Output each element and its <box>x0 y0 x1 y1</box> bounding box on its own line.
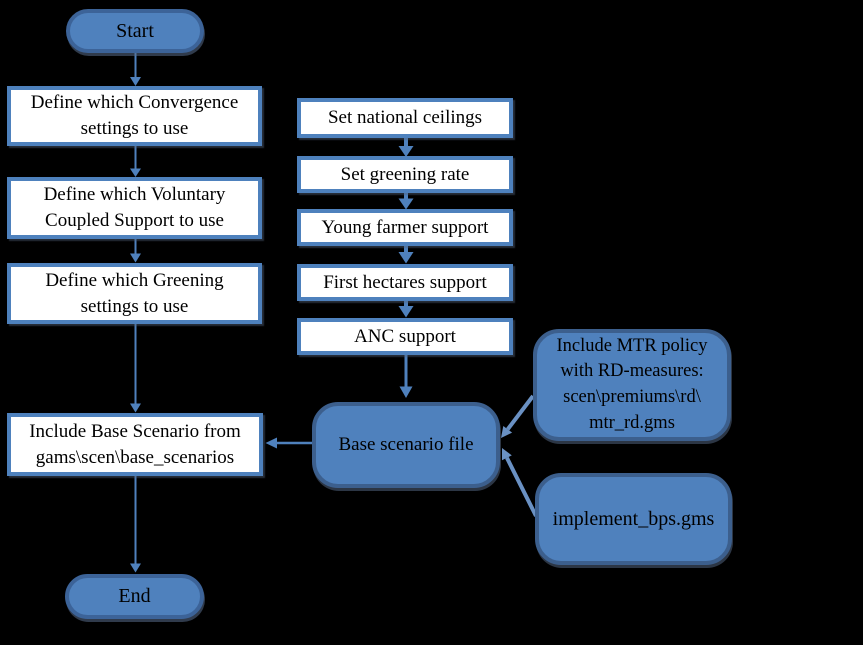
node-include-mtr-policy: Include MTR policy with RD-measures: sce… <box>533 329 731 441</box>
arrow-base-file-to-include-base <box>265 437 312 449</box>
arrow-ceilings-to-greening-rate <box>398 138 414 157</box>
node-define-voluntary-coupled-support: Define which Voluntary Coupled Support t… <box>7 177 262 239</box>
node-define-greening: Define which Greening settings to use <box>7 263 262 324</box>
node-end: End <box>65 574 204 619</box>
node-base-scenario-file: Base scenario file <box>312 402 500 488</box>
node-set-national-ceilings: Set national ceilings <box>297 98 513 138</box>
arrow-define-vcs-to-define-greening <box>130 239 141 263</box>
node-include-base-scenario: Include Base Scenario from gams\scen\bas… <box>7 413 263 476</box>
node-set-greening-rate: Set greening rate <box>297 156 513 193</box>
node-young-farmer-support: Young farmer support <box>297 209 513 246</box>
arrow-anc-to-base-scenario-file <box>399 355 413 398</box>
arrow-start-to-define-convergence <box>130 52 141 86</box>
arrow-mtr-to-base-file <box>501 394 535 438</box>
arrow-implement-to-base-file <box>502 448 538 517</box>
arrow-include-base-to-end <box>130 476 141 573</box>
node-anc-support: ANC support <box>297 318 513 355</box>
node-start: Start <box>66 9 204 53</box>
arrow-young-farmer-to-first-hectares <box>398 246 414 264</box>
arrow-define-convergence-to-define-vcs <box>130 146 141 177</box>
arrow-define-greening-to-include-base <box>130 324 141 413</box>
node-implement-bps: implement_bps.gms <box>535 473 732 565</box>
arrow-first-hectares-to-anc <box>398 301 414 318</box>
node-define-convergence: Define which Convergence settings to use <box>7 86 262 146</box>
arrow-greening-rate-to-young-farmer <box>398 193 414 210</box>
node-first-hectares-support: First hectares support <box>297 264 513 301</box>
